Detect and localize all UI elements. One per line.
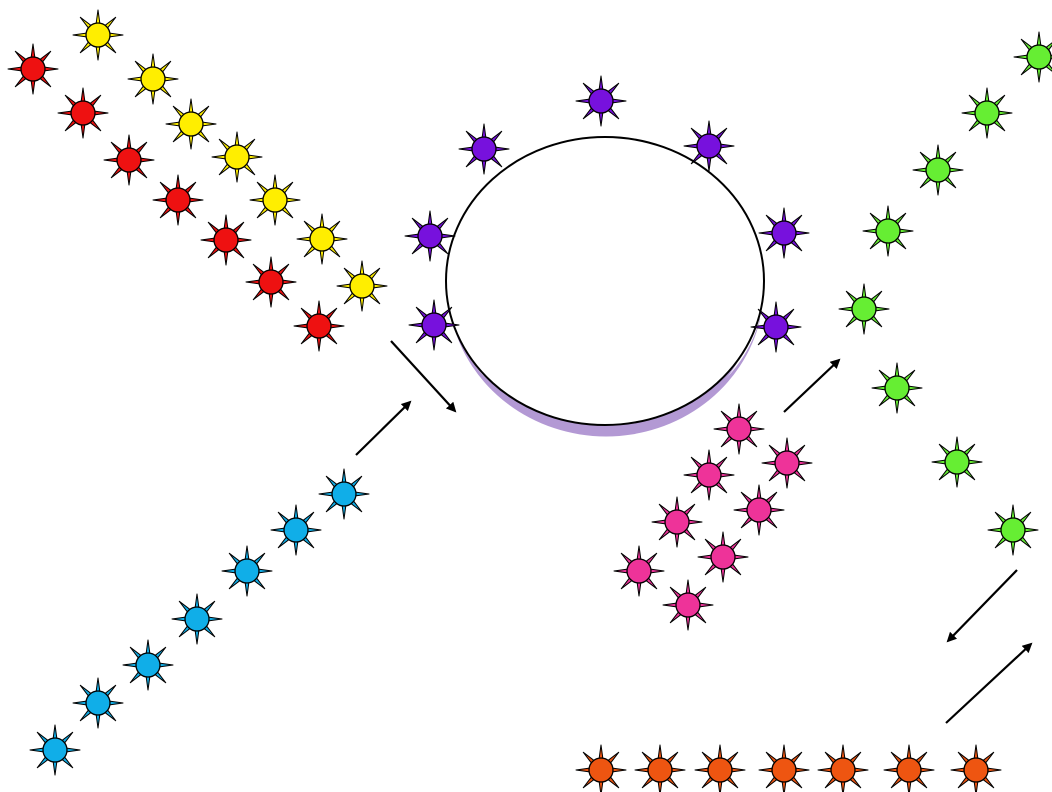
red-chain xyxy=(8,44,344,351)
pink-sun-icon xyxy=(614,546,664,596)
red-sun-icon xyxy=(153,175,203,225)
pink-sun-icon xyxy=(762,438,812,488)
red-sun-icon xyxy=(201,215,251,265)
green-sun-icon xyxy=(932,437,982,487)
purple-sun-icon xyxy=(409,300,459,350)
green-sun-icon xyxy=(962,88,1012,138)
red-sun-icon xyxy=(294,301,344,351)
red-sun-icon xyxy=(58,88,108,138)
blue-chain xyxy=(30,469,369,775)
orange-sun-icon xyxy=(951,745,1001,792)
yellow-sun-icon xyxy=(73,10,123,60)
yellow-sun-icon xyxy=(212,132,262,182)
purple-sun-icon xyxy=(751,302,801,352)
pink-sun-icon xyxy=(652,497,702,547)
green-sun-icon xyxy=(913,145,963,195)
green-chain xyxy=(839,32,1052,555)
blue-sun-icon xyxy=(222,546,272,596)
cell-circle xyxy=(446,137,764,425)
orange-sun-icon xyxy=(635,745,685,792)
red-sun-icon xyxy=(8,44,58,94)
blue-sun-icon xyxy=(319,469,369,519)
yellow-sun-icon xyxy=(128,54,178,104)
purple-sun-icon xyxy=(459,124,509,174)
orange-row xyxy=(576,745,1001,792)
yellow-sun-icon xyxy=(297,214,347,264)
blue-sun-icon xyxy=(271,505,321,555)
orange-sun-icon xyxy=(818,745,868,792)
red-sun-icon xyxy=(246,257,296,307)
arrow-icon xyxy=(356,402,410,455)
pink-sun-icon xyxy=(698,532,748,582)
yellow-sun-icon xyxy=(166,99,216,149)
pink-cluster xyxy=(614,404,812,630)
orange-sun-icon xyxy=(576,745,626,792)
blue-sun-icon xyxy=(73,678,123,728)
pink-sun-icon xyxy=(714,404,764,454)
green-sun-icon xyxy=(988,505,1038,555)
pink-sun-icon xyxy=(684,450,734,500)
orange-sun-icon xyxy=(759,745,809,792)
green-sun-icon xyxy=(839,284,889,334)
yellow-sun-icon xyxy=(337,261,387,311)
purple-sun-icon xyxy=(405,211,455,261)
pink-sun-icon xyxy=(734,485,784,535)
purple-sun-icon xyxy=(759,208,809,258)
arrow-icon xyxy=(391,341,455,411)
orange-sun-icon xyxy=(695,745,745,792)
green-sun-icon xyxy=(1014,32,1052,82)
red-sun-icon xyxy=(104,135,154,185)
blue-sun-icon xyxy=(123,640,173,690)
arrow-icon xyxy=(784,360,839,412)
arrow-icon xyxy=(946,644,1031,723)
purple-sun-icon xyxy=(576,76,626,126)
central-cell xyxy=(446,137,764,436)
arrow-icon xyxy=(948,570,1017,641)
purple-sun-icon xyxy=(684,121,734,171)
blue-sun-icon xyxy=(172,594,222,644)
orange-sun-icon xyxy=(884,745,934,792)
green-sun-icon xyxy=(872,363,922,413)
pink-sun-icon xyxy=(663,580,713,630)
green-sun-icon xyxy=(863,206,913,256)
yellow-sun-icon xyxy=(250,175,300,225)
blue-sun-icon xyxy=(30,725,80,775)
